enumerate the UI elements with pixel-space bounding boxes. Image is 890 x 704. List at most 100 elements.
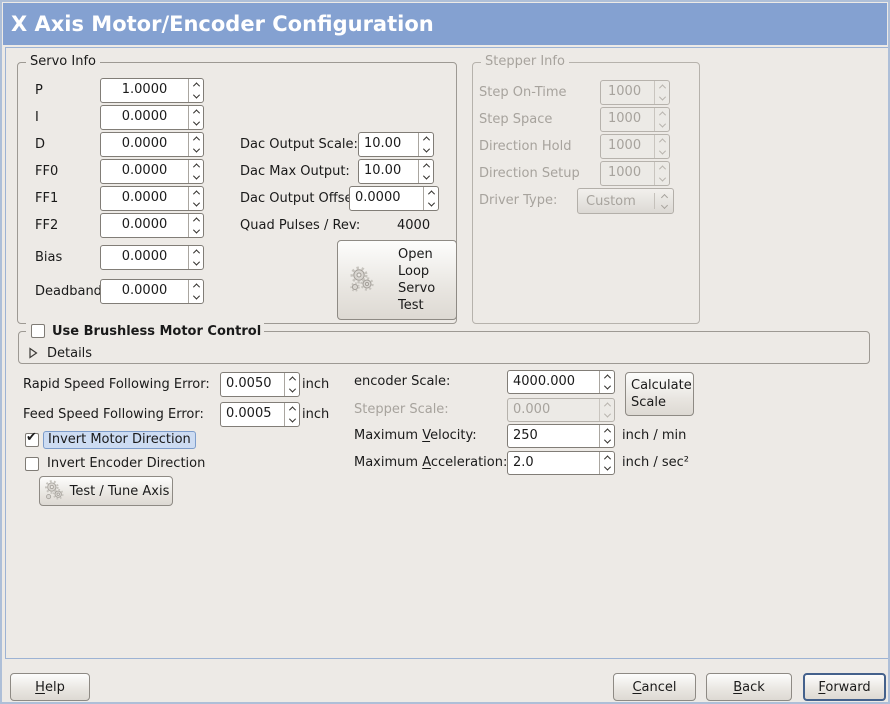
p-input[interactable]: 1.0000 bbox=[121, 82, 168, 97]
spin-up-button[interactable] bbox=[419, 160, 433, 172]
dac-max-output-input[interactable]: 10.00 bbox=[364, 163, 402, 178]
open-loop-servo-test-button[interactable]: Open Loop Servo Test bbox=[337, 240, 457, 320]
spin-up-button[interactable] bbox=[189, 160, 203, 172]
direction-hold-spinbox: 1000 bbox=[600, 134, 670, 159]
invert-encoder-checkbox[interactable]: ✔ bbox=[25, 457, 39, 471]
maximum-velocity-input[interactable]: 250 bbox=[513, 428, 538, 443]
deadband-input[interactable]: 0.0000 bbox=[121, 283, 168, 298]
i-input[interactable]: 0.0000 bbox=[121, 109, 168, 124]
stepper-info-legend: Stepper Info bbox=[481, 54, 569, 70]
page-title: X Axis Motor/Encoder Configuration bbox=[11, 12, 434, 36]
invert-encoder-label[interactable]: Invert Encoder Direction bbox=[47, 456, 206, 471]
spin-down-button[interactable] bbox=[189, 226, 203, 238]
spin-up-button[interactable] bbox=[600, 425, 614, 436]
dac-output-scale-input[interactable]: 10.00 bbox=[364, 136, 402, 151]
use-brushless-label: Use Brushless Motor Control bbox=[52, 324, 262, 339]
spin-up-button[interactable] bbox=[189, 280, 203, 292]
spin-up-button[interactable] bbox=[600, 452, 614, 463]
spin-down-button[interactable] bbox=[189, 118, 203, 130]
spin-down-button[interactable] bbox=[419, 172, 433, 184]
spin-down-button[interactable] bbox=[189, 199, 203, 211]
spin-down-button[interactable] bbox=[600, 382, 614, 393]
spin-up-button[interactable] bbox=[189, 246, 203, 258]
spin-up-button bbox=[655, 135, 669, 147]
maximum-acceleration-input[interactable]: 2.0 bbox=[513, 455, 534, 470]
bias-label: Bias bbox=[35, 250, 63, 265]
spin-up-button[interactable] bbox=[285, 373, 299, 385]
maximum-acceleration-label: Maximum Acceleration: bbox=[354, 455, 508, 470]
ff0-input[interactable]: 0.0000 bbox=[121, 163, 168, 178]
spin-up-button[interactable] bbox=[189, 214, 203, 226]
d-label: D bbox=[35, 137, 46, 152]
spin-down-button[interactable] bbox=[189, 292, 203, 304]
spin-up-button[interactable] bbox=[424, 187, 438, 199]
spin-down-button bbox=[600, 410, 614, 421]
spin-up-button[interactable] bbox=[189, 106, 203, 118]
use-brushless-checkbox[interactable]: ✔ bbox=[31, 324, 45, 338]
direction-setup-label: Direction Setup bbox=[479, 166, 580, 181]
spin-up-button[interactable] bbox=[600, 371, 614, 382]
cancel-button[interactable]: Cancel bbox=[613, 673, 696, 701]
forward-button[interactable]: Forward bbox=[803, 673, 886, 701]
spin-up-button bbox=[655, 162, 669, 174]
cancel-button-label: Cancel bbox=[632, 679, 677, 695]
bias-input[interactable]: 0.0000 bbox=[121, 249, 168, 264]
spin-up-button bbox=[600, 399, 614, 410]
feed-following-error-input[interactable]: 0.0005 bbox=[226, 406, 272, 421]
spin-up-button[interactable] bbox=[189, 187, 203, 199]
p-spinbox: 1.0000 bbox=[100, 78, 204, 103]
spin-down-button[interactable] bbox=[285, 385, 299, 397]
spin-down-button[interactable] bbox=[600, 436, 614, 447]
spin-up-button[interactable] bbox=[419, 133, 433, 145]
rapid-following-error-label: Rapid Speed Following Error: bbox=[23, 377, 210, 392]
ff1-input[interactable]: 0.0000 bbox=[121, 190, 168, 205]
details-expander-label[interactable]: Details bbox=[47, 346, 93, 361]
driver-type-select: Custom bbox=[577, 188, 674, 214]
rapid-following-error-unit: inch bbox=[302, 377, 330, 392]
back-button[interactable]: Back bbox=[706, 673, 792, 701]
gears-icon bbox=[44, 480, 64, 500]
encoder-scale-input[interactable]: 4000.000 bbox=[513, 374, 576, 389]
spin-up-button[interactable] bbox=[285, 403, 299, 415]
step-space-spinbox: 1000 bbox=[600, 107, 670, 132]
spin-up-button[interactable] bbox=[189, 133, 203, 145]
checkmark-icon: ✔ bbox=[26, 430, 37, 445]
spin-down-button[interactable] bbox=[424, 199, 438, 211]
brushless-legend-bg bbox=[26, 323, 264, 339]
rapid-following-error-input[interactable]: 0.0050 bbox=[226, 376, 272, 391]
invert-motor-checkbox[interactable]: ✔ bbox=[25, 430, 39, 447]
spin-down-button[interactable] bbox=[189, 258, 203, 270]
spin-down-button[interactable] bbox=[189, 145, 203, 157]
stepper-scale-input: 0.000 bbox=[513, 402, 551, 417]
step-space-input: 1000 bbox=[608, 111, 642, 126]
dac-output-scale-spinbox: 10.00 bbox=[358, 132, 434, 157]
spin-up-button[interactable] bbox=[189, 79, 203, 91]
spin-down-button[interactable] bbox=[285, 415, 299, 427]
stepper-scale-label: Stepper Scale: bbox=[354, 402, 449, 417]
d-spinbox: 0.0000 bbox=[100, 132, 204, 157]
dac-output-offset-input[interactable]: 0.0000 bbox=[355, 190, 401, 205]
d-input[interactable]: 0.0000 bbox=[121, 136, 168, 151]
invert-motor-label[interactable]: Invert Motor Direction bbox=[43, 431, 196, 449]
calculate-scale-button[interactable]: Calculate Scale bbox=[625, 372, 694, 416]
help-button[interactable]: Help bbox=[10, 673, 90, 701]
dac-max-output-label: Dac Max Output: bbox=[240, 164, 350, 179]
spin-down-button[interactable] bbox=[189, 91, 203, 103]
spin-down-button[interactable] bbox=[600, 463, 614, 474]
test-tune-axis-button[interactable]: Test / Tune Axis bbox=[39, 476, 173, 506]
ff1-label: FF1 bbox=[35, 191, 59, 206]
spin-down-button bbox=[655, 93, 669, 105]
ff2-input[interactable]: 0.0000 bbox=[121, 217, 168, 232]
dac-output-offset-label: Dac Output Offset: bbox=[240, 191, 362, 206]
ff0-spinbox: 0.0000 bbox=[100, 159, 204, 184]
maximum-acceleration-spinbox: 2.0 bbox=[507, 451, 615, 475]
expander-triangle-icon[interactable] bbox=[28, 347, 38, 359]
spin-down-button[interactable] bbox=[419, 145, 433, 157]
maximum-acceleration-unit: inch / sec² bbox=[622, 455, 690, 470]
deadband-label: Deadband bbox=[35, 284, 102, 299]
feed-following-error-label: Feed Speed Following Error: bbox=[23, 407, 204, 422]
spin-down-button[interactable] bbox=[189, 172, 203, 184]
deadband-spinbox: 0.0000 bbox=[100, 279, 204, 304]
quad-pulses-label: Quad Pulses / Rev: bbox=[240, 218, 361, 233]
bias-spinbox: 0.0000 bbox=[100, 245, 204, 270]
